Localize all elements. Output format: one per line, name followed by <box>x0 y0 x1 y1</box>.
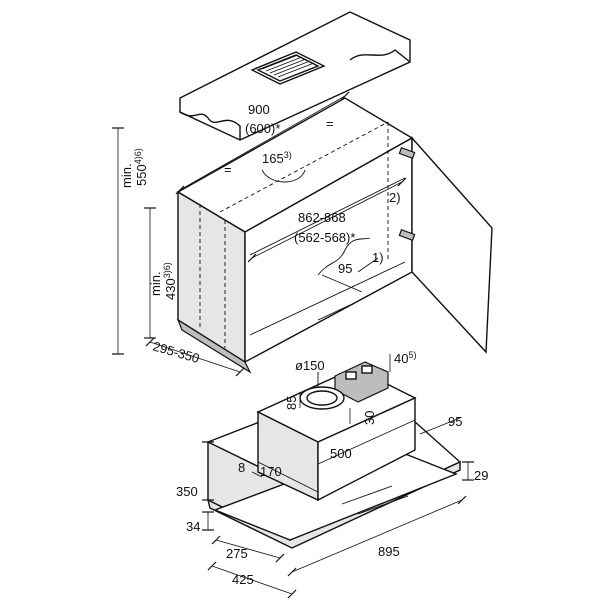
chimney-right <box>317 396 416 502</box>
min-top-value: 5504)6) <box>133 148 149 186</box>
inner-width-alt-label: (562-568)* <box>294 230 355 245</box>
note-2-marker: 2) <box>389 190 401 205</box>
min-side-value: 4303)6) <box>162 262 178 300</box>
min-top-label: min. <box>119 163 134 188</box>
center-offset-label: 1653) <box>262 150 292 166</box>
cabinet-drawing: 900 (600)* = = 1653) 862-868 (562-568)* … <box>112 11 493 377</box>
cabinet-depth-label: 295-350 <box>151 338 201 366</box>
cabinet-width-alt-label: (600)* <box>245 121 280 136</box>
duct-diameter-label: ø150 <box>295 358 325 373</box>
door-hinge-upper <box>398 147 416 159</box>
dim-8-label: 8 <box>238 460 245 475</box>
inner-width-label: 862-868 <box>298 210 346 225</box>
door-hinge-lower <box>398 229 416 241</box>
vent-grille-icon <box>250 51 326 85</box>
dim-95-label: 95 <box>448 414 462 429</box>
dim-34-label: 34 <box>186 519 200 534</box>
note-1-marker: 1) <box>372 250 384 265</box>
min-side-label: min. <box>148 271 163 296</box>
hood-drawing: ø150 405) 85 30 500 170 8 95 29 350 <box>176 350 488 599</box>
center-equal-right: = <box>326 116 334 131</box>
dim-30-label: 30 <box>362 411 377 425</box>
cabinet-base-rail <box>176 318 252 374</box>
dim-40-label: 405) <box>394 350 416 366</box>
chimney-width-label: 500 <box>330 446 352 461</box>
dim-29-label: 29 <box>474 468 488 483</box>
dim-275-label: 275 <box>226 546 248 561</box>
center-equal-left: = <box>224 162 232 177</box>
ceiling-break-line <box>179 111 241 140</box>
cabinet-door <box>411 136 493 354</box>
cabinet-dim-95-label: 95 <box>338 261 352 276</box>
dim-85-label: 85 <box>284 396 299 410</box>
cabinet-width-label: 900 <box>248 102 270 117</box>
hood-depth-label: 425 <box>232 572 254 587</box>
chimney-depth-label: 170 <box>260 464 282 479</box>
hood-width-label: 895 <box>378 544 400 559</box>
dim-350-label: 350 <box>176 484 198 499</box>
